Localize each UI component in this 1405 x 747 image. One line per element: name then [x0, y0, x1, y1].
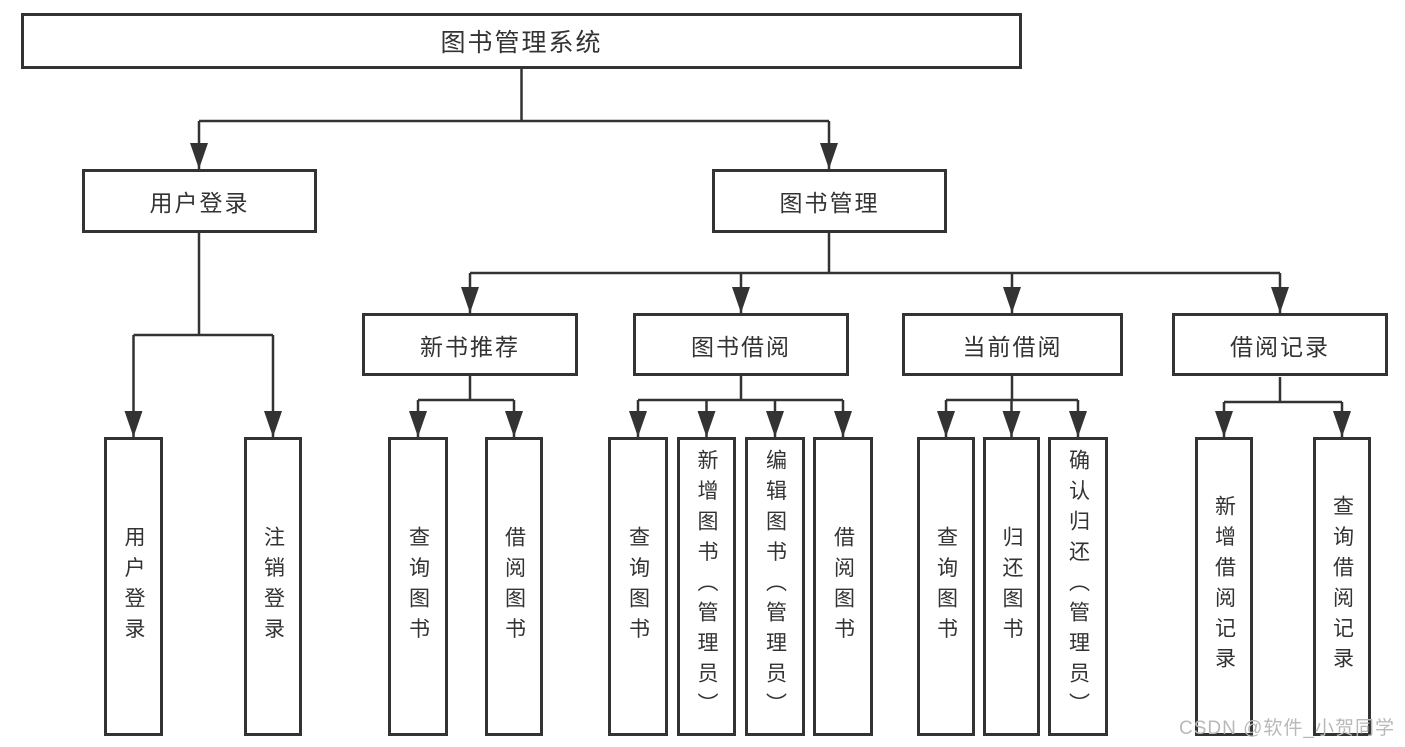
node-user-login-label: 用户登录: [149, 190, 250, 216]
edge-user-login-children: [132, 233, 275, 437]
node-user-login: 用户登录: [82, 169, 317, 233]
node-current-borrow: 当前借阅: [902, 313, 1123, 376]
edge-root-to-level2: [197, 69, 831, 169]
node-root-system-label: 图书管理系统: [440, 29, 603, 57]
edge-new-book-rec-children: [416, 376, 516, 437]
leaf-recommend-borrow-book: 借阅图书: [485, 437, 543, 736]
node-new-book-recommend: 新书推荐: [362, 313, 578, 376]
leaf-add-book-admin: 新增图书（管理员）: [677, 437, 736, 736]
edge-borrow-records-children: [1222, 377, 1344, 437]
node-book-management-label: 图书管理: [779, 190, 880, 216]
edge-book-mgmt-children: [468, 233, 1282, 313]
leaf-user-login: 用户登录: [104, 437, 163, 736]
leaf-current-query-book: 查询图书: [917, 437, 975, 736]
leaf-logout-label: 注销登录: [261, 525, 285, 648]
leaf-return-book: 归还图书: [983, 437, 1040, 736]
leaf-recommend-borrow-book-label: 借阅图书: [502, 525, 526, 648]
arrowheads: [124, 143, 1351, 437]
leaf-borrow-query-book: 查询图书: [608, 437, 668, 736]
leaf-add-borrow-record-label: 新增借阅记录: [1212, 495, 1236, 678]
node-root-system: 图书管理系统: [21, 13, 1022, 69]
node-borrow-records-label: 借阅记录: [1230, 333, 1330, 360]
node-book-borrow: 图书借阅: [633, 313, 849, 376]
leaf-query-borrow-record: 查询借阅记录: [1313, 437, 1371, 736]
leaf-current-query-book-label: 查询图书: [934, 525, 958, 648]
leaf-logout: 注销登录: [244, 437, 302, 736]
leaf-recommend-query-book: 查询图书: [388, 437, 448, 736]
leaf-edit-book-admin-label: 编辑图书（管理员）: [763, 449, 787, 724]
node-new-book-recommend-label: 新书推荐: [420, 333, 520, 360]
leaf-add-book-admin-label: 新增图书（管理员）: [695, 449, 718, 724]
leaf-query-borrow-record-label: 查询借阅记录: [1330, 495, 1354, 678]
node-borrow-records: 借阅记录: [1172, 313, 1388, 376]
leaf-add-borrow-record: 新增借阅记录: [1195, 437, 1253, 736]
leaf-borrow-book-label: 借阅图书: [831, 525, 855, 648]
node-book-management: 图书管理: [712, 169, 947, 233]
leaf-user-login-label: 用户登录: [122, 525, 145, 648]
leaf-return-book-label: 归还图书: [1000, 525, 1023, 648]
csdn-watermark: CSDN @软件_小贺同学: [1179, 718, 1395, 739]
node-current-borrow-label: 当前借阅: [962, 333, 1063, 360]
leaf-confirm-return-admin-label: 确认归还（管理员）: [1066, 449, 1090, 724]
tree-edges: [132, 69, 1344, 437]
edge-book-borrow-children: [636, 376, 845, 437]
leaf-borrow-query-book-label: 查询图书: [626, 525, 650, 648]
leaf-recommend-query-book-label: 查询图书: [406, 525, 430, 648]
leaf-borrow-book: 借阅图书: [813, 437, 873, 736]
leaf-edit-book-admin: 编辑图书（管理员）: [745, 437, 805, 736]
node-book-borrow-label: 图书借阅: [691, 333, 791, 360]
leaf-confirm-return-admin: 确认归还（管理员）: [1048, 437, 1108, 736]
